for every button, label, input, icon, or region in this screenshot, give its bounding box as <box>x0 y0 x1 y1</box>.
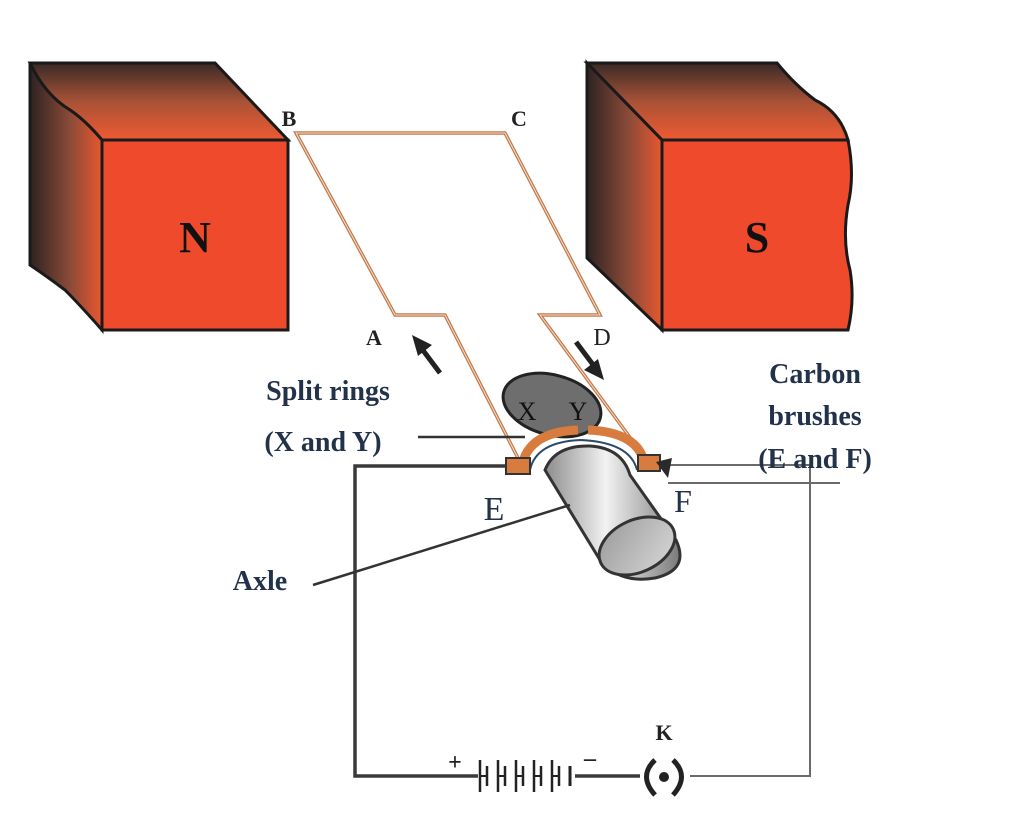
south-pole-label: S <box>745 213 769 262</box>
wire-right <box>665 464 811 777</box>
arrow-down-right-icon <box>574 340 604 380</box>
coil-corner-a: A <box>366 325 382 350</box>
coil-corner-c: C <box>511 106 527 131</box>
ring-inner-edge <box>529 438 638 471</box>
axle-front-end <box>597 515 677 577</box>
key-label: K <box>655 720 672 745</box>
brush-f-label: F <box>674 483 692 519</box>
split-rings-label-line2: (X and Y) <box>264 427 381 458</box>
key-left-bracket <box>644 758 657 797</box>
north-magnet-face <box>100 138 290 332</box>
axle-assembly: X Y E F <box>484 371 692 581</box>
axle-callout: Axle <box>233 503 571 597</box>
carbon-brushes-label-line1: Carbon <box>769 359 861 390</box>
coil-corner-b: B <box>282 106 297 131</box>
circuit-wires <box>353 464 840 778</box>
wire-left <box>353 464 510 778</box>
split-ring-x-label: X <box>518 397 537 426</box>
axle-pointer <box>312 503 571 587</box>
south-magnet: S <box>583 59 854 334</box>
carbon-brush-f <box>637 454 672 478</box>
south-magnet-top <box>583 61 850 142</box>
north-pole-label: N <box>179 213 211 262</box>
coil-corner-d: D <box>593 325 610 351</box>
carbon-brushes-label-line2: brushes <box>768 401 861 432</box>
carbon-brush-e <box>505 457 531 475</box>
split-ring-y-label: Y <box>569 397 588 426</box>
brush-e-label: E <box>484 491 505 528</box>
current-direction-arrows <box>412 335 604 380</box>
battery-minus-label: – <box>583 746 597 772</box>
key-plug-icon <box>659 772 669 782</box>
plug-key[interactable]: K <box>644 720 684 797</box>
key-right-bracket <box>671 758 684 797</box>
split-rings-label-line1: Split rings <box>266 376 390 407</box>
carbon-brushes-callout: Carbon brushes (E and F) <box>758 359 872 475</box>
south-magnet-face <box>660 138 854 332</box>
arrow-up-left-icon <box>412 335 442 375</box>
split-rings-callout: Split rings (X and Y) <box>264 376 525 458</box>
battery-plus-label: + <box>448 750 462 776</box>
north-magnet: N <box>27 61 292 334</box>
axle-label: Axle <box>233 566 287 597</box>
carbon-brushes-label-line3: (E and F) <box>758 444 872 475</box>
battery: + – <box>448 746 597 792</box>
coil-highlight <box>295 132 649 463</box>
coil-abcd: A B C D <box>282 106 650 464</box>
